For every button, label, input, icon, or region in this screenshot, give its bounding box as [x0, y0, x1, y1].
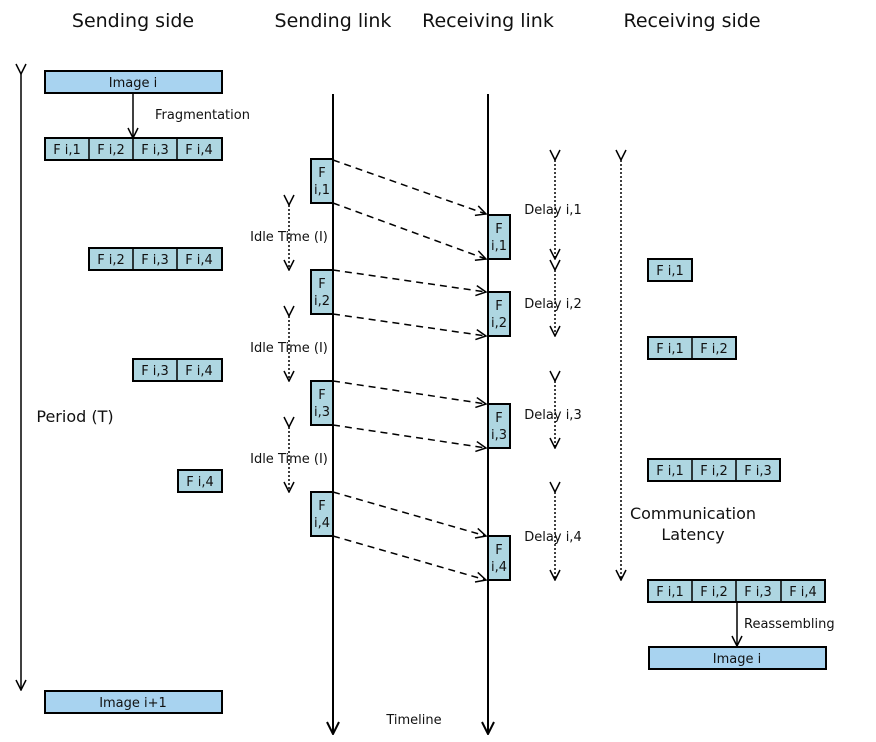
image-i-label: Image i [109, 76, 157, 91]
fragment-row-full: F i,1 F i,2 F i,3 F i,4 [44, 137, 223, 161]
fragmentation-label: Fragmentation [155, 108, 250, 123]
fragment-row-remaining-3: F i,2 F i,3 F i,4 [88, 247, 223, 271]
packet-label: F [318, 388, 325, 403]
packet-label: i,1 [314, 183, 330, 198]
packet-label: F [495, 222, 502, 237]
packet-label: i,2 [491, 316, 507, 331]
recv-packet-2: F i,2 [487, 291, 511, 337]
packet-label: i,3 [491, 428, 507, 443]
delay-label: Delay i,4 [524, 530, 581, 545]
packet-label: i,2 [314, 294, 330, 309]
packet-label: i,1 [491, 239, 507, 254]
period-label: Period (T) [36, 407, 113, 426]
fragment-label: F i,2 [97, 143, 125, 158]
fragment-label: F i,3 [141, 364, 169, 379]
packet-label: F [318, 166, 325, 181]
header-sending-link: Sending link [275, 10, 392, 32]
received-row-4: F i,1 F i,2 F i,3 F i,4 [647, 579, 826, 603]
fragment-row-remaining-1: F i,4 [177, 469, 223, 493]
fragment-label: F i,1 [53, 143, 81, 158]
header-receiving-link: Receiving link [422, 10, 554, 32]
packet-label: F [318, 277, 325, 292]
packet-label: i,4 [491, 560, 507, 575]
fragment-label: F i,3 [744, 585, 772, 600]
idle-time-label: Idle Time (I) [250, 230, 328, 245]
fragment-row-remaining-2: F i,3 F i,4 [132, 358, 223, 382]
fragment-label: F i,2 [700, 464, 728, 479]
fragment-label: F i,2 [700, 342, 728, 357]
packet-label: F [495, 543, 502, 558]
image-i-received-label: Image i [713, 652, 761, 667]
fragment-label: F i,4 [789, 585, 817, 600]
transmission-arrows [332, 159, 486, 580]
received-row-1: F i,1 [647, 258, 693, 282]
fragment-label: F i,4 [186, 475, 214, 490]
latency-label-line1: Communication [630, 504, 756, 523]
header-sending-side: Sending side [72, 10, 194, 32]
fragment-label: F i,4 [185, 364, 213, 379]
send-packet-3: F i,3 [310, 380, 334, 426]
packet-label: i,4 [314, 516, 330, 531]
fragment-label: F i,4 [185, 143, 213, 158]
fragment-label: F i,2 [700, 585, 728, 600]
fragment-label: F i,1 [656, 464, 684, 479]
idle-time-label: Idle Time (I) [250, 452, 328, 467]
recv-packet-4: F i,4 [487, 535, 511, 581]
received-row-3: F i,1 F i,2 F i,3 [647, 458, 781, 482]
packet-label: F [495, 411, 502, 426]
send-packet-1: F i,1 [310, 158, 334, 204]
packet-label: i,3 [314, 405, 330, 420]
image-i-box: Image i [44, 70, 223, 94]
packet-label: F [318, 499, 325, 514]
fragment-label: F i,3 [744, 464, 772, 479]
send-packet-4: F i,4 [310, 491, 334, 537]
image-next-label: Image i+1 [99, 696, 167, 711]
fragment-label: F i,3 [141, 253, 169, 268]
header-receiving-side: Receiving side [623, 10, 760, 32]
fragment-label: F i,4 [185, 253, 213, 268]
packet-label: F [495, 299, 502, 314]
idle-time-label: Idle Time (I) [250, 341, 328, 356]
image-next-box: Image i+1 [44, 690, 223, 714]
send-packet-2: F i,2 [310, 269, 334, 315]
delay-label: Delay i,3 [524, 408, 581, 423]
delay-label: Delay i,2 [524, 297, 581, 312]
fragment-label: F i,1 [656, 264, 684, 279]
fragment-label: F i,1 [656, 342, 684, 357]
recv-packet-1: F i,1 [487, 214, 511, 260]
fragment-label: F i,1 [656, 585, 684, 600]
fragment-label: F i,3 [141, 143, 169, 158]
received-row-2: F i,1 F i,2 [647, 336, 737, 360]
recv-packet-3: F i,3 [487, 403, 511, 449]
fragment-label: F i,2 [97, 253, 125, 268]
reassembling-label: Reassembling [744, 617, 835, 632]
delay-label: Delay i,1 [524, 203, 581, 218]
latency-label-line2: Latency [661, 525, 724, 544]
image-i-received-box: Image i [648, 646, 827, 670]
timeline-label: Timeline [385, 713, 441, 728]
